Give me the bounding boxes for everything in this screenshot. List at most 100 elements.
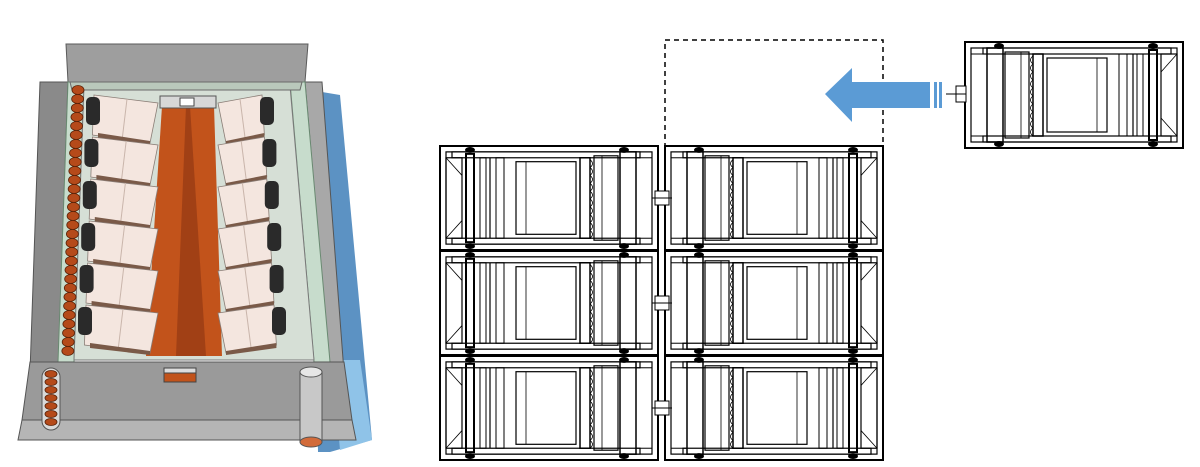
top-rim [69,81,303,91]
module-knob [994,43,1004,49]
module-knob [465,243,475,250]
end-cap-left [860,367,878,449]
coil-segment [61,346,75,356]
right-cap [686,256,704,350]
bar-5 [579,262,591,344]
coil-segment [68,166,82,176]
coil-segment [64,256,78,266]
plate [746,371,808,445]
end-cap-left [445,157,463,239]
wavy-edge [589,159,593,239]
bar-5 [732,367,744,449]
plate [746,266,808,340]
module-knob [694,146,704,153]
wavy-edge [730,369,734,449]
cap-diag [860,325,878,344]
rail-top [451,151,641,159]
module-knob [619,453,629,460]
coil-front-segment [44,410,58,418]
coil-front-segment [44,370,58,378]
bar-2 [479,262,487,344]
bar-4 [818,157,828,239]
coil-segment [69,139,83,149]
rail-bottom [451,342,641,350]
coil-segment [66,229,79,239]
module-knob [694,453,704,460]
right-cap [619,151,637,245]
rail-bottom [682,447,872,455]
bar-2 [836,367,844,449]
module-inner [670,151,878,245]
plate-right-divider [244,266,251,308]
rail-top [982,47,1172,55]
module-knob [619,356,629,363]
right-cap [986,47,1004,143]
bar-1 [1148,49,1158,141]
plates-left-group [78,94,159,355]
right-end [670,367,688,449]
cap-diag [445,157,463,176]
module [664,145,884,251]
right-cap [619,361,637,455]
front-slot-lid [163,367,197,374]
arrow-left-icon [825,68,942,122]
right-block [704,155,730,241]
rail-top [682,151,872,159]
end-cap-left [445,367,463,449]
bar-1 [465,257,475,349]
cap-diag [860,430,878,449]
coil-segment [70,103,84,113]
bar-4 [495,157,505,239]
plate-left-divider [121,98,128,140]
center-channel-shade [176,106,206,356]
coil-segment [70,121,83,131]
module-inner [670,256,878,350]
seal-right [269,265,284,293]
pipe-bottom [299,436,323,448]
right-block [593,365,619,451]
module [964,41,1184,149]
seal-right [262,139,277,167]
end-cap-left [445,262,463,344]
plate-left-divider [119,224,126,266]
module-knob [848,348,858,355]
cap-diag [445,367,463,386]
right-cap [686,151,704,245]
rail-top [682,256,872,264]
plate [746,161,808,235]
plate-right-divider [239,98,246,140]
seal-left [86,97,100,125]
right-end [670,262,688,344]
pipe-top [299,366,323,378]
channel-head-slot [179,97,195,107]
seal-right [272,307,286,335]
wavy-edge [730,159,734,239]
back-wall [65,43,309,83]
module-array [439,39,884,461]
coil-segment [65,247,79,257]
cap-diag [860,220,878,239]
module-knob [1148,141,1158,147]
rail-bottom [682,237,872,245]
seal-right [267,223,282,251]
cap-diag [860,262,878,281]
single-module [946,41,1184,149]
rail-bottom [451,447,641,455]
seal-left [78,307,92,335]
plate-right-divider [245,308,252,350]
module [664,250,884,356]
plate-left-divider [120,182,126,224]
plate-left-divider [118,266,125,308]
bar-left [96,175,150,187]
end-cap-left [1160,53,1178,137]
bar-left [90,343,150,355]
plate-left-divider [120,140,127,182]
module-knob [465,453,475,460]
module-knob [694,356,704,363]
coil-segment [69,130,83,140]
module-knob [694,348,704,355]
module-inner [445,256,653,350]
module-inner [445,151,653,245]
bar-2 [836,157,844,239]
